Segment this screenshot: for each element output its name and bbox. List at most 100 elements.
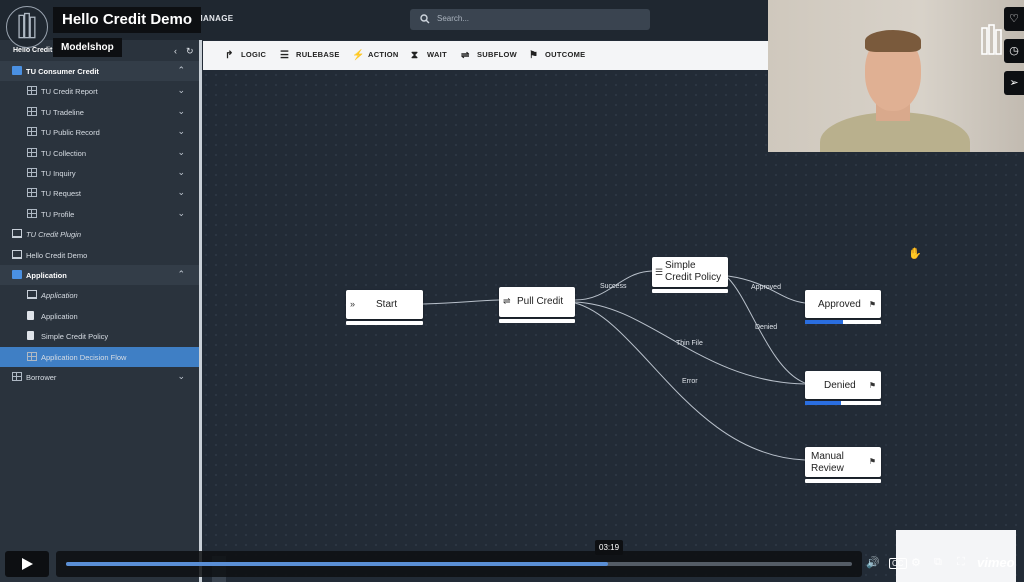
chevron-down-icon[interactable]: ⌄ xyxy=(177,167,185,177)
progress-played xyxy=(66,562,609,566)
edge-label-thin-file: Thin File xyxy=(676,340,703,347)
sidebar-item-label: TU Collection xyxy=(41,149,87,158)
hourglass-icon: ⧗ xyxy=(411,50,419,61)
chevron-right-icon: » xyxy=(350,299,356,309)
chevron-up-icon[interactable]: ⌃ xyxy=(177,65,185,75)
sidebar-item[interactable]: Borrower⌄ xyxy=(0,367,199,387)
sidebar-item[interactable]: Application⌃ xyxy=(0,265,199,285)
sidebar-item[interactable]: TU Credit Report ⌄ xyxy=(0,81,199,101)
tool-rulebase[interactable]: ☰RULEBASE xyxy=(280,50,340,61)
sidebar-item[interactable]: TU Credit Plugin xyxy=(0,224,199,244)
edge-label-approved: Approved xyxy=(751,284,781,291)
sidebar-item[interactable]: TU Public Record⌄ xyxy=(0,122,199,142)
sidebar-item[interactable]: Application xyxy=(0,285,199,305)
logic-icon: ↱ xyxy=(225,50,234,61)
search-input[interactable]: Search... xyxy=(410,9,650,30)
node-start[interactable]: » Start xyxy=(346,290,423,325)
chevron-up-icon[interactable]: ⌃ xyxy=(177,269,185,279)
chevron-down-icon[interactable]: ⌄ xyxy=(177,85,185,95)
play-icon xyxy=(22,558,33,570)
node-label: Start xyxy=(376,299,398,310)
time-tooltip: 03:19 xyxy=(595,540,624,555)
search-icon xyxy=(420,14,430,24)
node-label-line1: Simple xyxy=(665,260,696,271)
node-pull-credit[interactable]: ⇌ Pull Credit xyxy=(499,287,575,323)
chevron-down-icon[interactable]: ⌄ xyxy=(177,371,185,381)
node-footer xyxy=(499,319,575,323)
sidebar-item-label: TU Tradeline xyxy=(41,108,84,117)
watch-later-clock-icon[interactable]: ◷ xyxy=(1004,39,1024,63)
node-denied[interactable]: Denied ⚑ xyxy=(805,371,881,405)
volume-icon[interactable]: 🔊 xyxy=(866,557,880,569)
minimap[interactable] xyxy=(896,530,1016,582)
table-icon xyxy=(27,168,37,177)
node-footer xyxy=(805,401,881,405)
sidebar-item[interactable]: TU Tradeline ⌄ xyxy=(0,102,199,122)
sidebar-item-label: TU Credit Report xyxy=(41,87,98,96)
folder-icon xyxy=(12,66,22,75)
node-footer xyxy=(346,321,423,325)
fullscreen-icon[interactable]: ⛶ xyxy=(957,556,965,568)
play-button[interactable] xyxy=(5,551,49,577)
like-heart-icon[interactable]: ♡ xyxy=(1004,7,1024,31)
sidebar-item-label: Hello Credit Demo xyxy=(26,251,88,260)
tool-action[interactable]: ⚡ACTION xyxy=(352,50,399,61)
outcome-progress xyxy=(805,401,841,405)
tool-logic[interactable]: ↱LOGIC xyxy=(225,50,267,61)
sidebar-item[interactable]: TU Profile⌄ xyxy=(0,204,199,224)
progress-bar[interactable] xyxy=(56,551,862,577)
folder-icon xyxy=(12,270,22,279)
monitor-icon xyxy=(27,290,37,299)
sidebar-item-label: TU Request xyxy=(41,189,82,198)
refresh-icon[interactable]: ↻ xyxy=(186,46,194,56)
sidebar-item[interactable]: TU Request ⌄ xyxy=(0,183,199,203)
tool-subflow[interactable]: ⇌SUBFLOW xyxy=(461,50,518,61)
sidebar-header: Hello Credit ‹ ↻ xyxy=(0,40,199,62)
node-label: Denied xyxy=(824,380,856,391)
subflow-icon: ⇌ xyxy=(461,50,470,61)
node-label-line2: Credit Policy xyxy=(665,272,722,283)
sidebar-item-label: Application xyxy=(41,312,78,321)
sidebar-item-label: TU Consumer Credit xyxy=(26,67,99,76)
edge-label-denied: Denied xyxy=(755,324,778,331)
chevron-down-icon[interactable]: ⌄ xyxy=(177,187,185,197)
tool-wait[interactable]: ⧗WAIT xyxy=(411,50,447,61)
sidebar-item[interactable]: TU Collection ⌄ xyxy=(0,143,199,163)
channel-avatar[interactable] xyxy=(6,6,48,48)
sidebar-item-label: TU Inquiry xyxy=(41,169,76,178)
settings-gear-icon[interactable]: ⚙ xyxy=(911,557,921,569)
channel-name[interactable]: Modelshop xyxy=(53,38,122,57)
tool-outcome[interactable]: ⚑OUTCOME xyxy=(529,50,586,61)
collapse-icon[interactable]: ‹ xyxy=(174,46,177,56)
node-footer xyxy=(805,320,881,324)
rulebase-icon: ☰ xyxy=(655,267,664,277)
manage-menu[interactable]: MANAGE xyxy=(196,14,234,23)
webcam-overlay xyxy=(768,0,1024,152)
progress-track xyxy=(66,562,852,566)
sidebar-item[interactable]: Hello Credit Demo xyxy=(0,245,199,265)
sidebar-item[interactable]: Simple Credit Policy xyxy=(0,326,199,346)
captions-icon[interactable]: CC xyxy=(889,558,907,569)
pip-icon[interactable]: ⧉ xyxy=(934,556,942,568)
sidebar-item[interactable]: TU Consumer Credit ⌃ xyxy=(0,61,199,81)
node-approved[interactable]: Approved ⚑ xyxy=(805,290,881,324)
video-title[interactable]: Hello Credit Demo xyxy=(53,7,202,33)
vimeo-logo[interactable]: vimeo xyxy=(977,555,1015,570)
chevron-down-icon[interactable]: ⌄ xyxy=(177,106,185,116)
modelshop-logo-icon xyxy=(18,12,36,39)
hand-cursor-icon: ✋ xyxy=(908,248,922,260)
table-icon xyxy=(12,372,22,381)
sidebar-item[interactable]: Application Decision Flow xyxy=(0,347,199,367)
monitor-icon xyxy=(12,250,22,259)
node-footer xyxy=(805,479,881,483)
rulebase-icon: ☰ xyxy=(280,50,290,61)
chevron-down-icon[interactable]: ⌄ xyxy=(177,147,185,157)
node-simple-credit-policy[interactable]: ☰ Simple Credit Policy xyxy=(652,257,728,293)
share-icon[interactable]: ➢ xyxy=(1004,71,1024,95)
chevron-down-icon[interactable]: ⌄ xyxy=(177,208,185,218)
sidebar-item[interactable]: Application xyxy=(0,306,199,326)
panel-divider[interactable] xyxy=(199,40,202,582)
node-manual-review[interactable]: Manual Review ⚑ xyxy=(805,447,881,483)
chevron-down-icon[interactable]: ⌄ xyxy=(177,126,185,136)
sidebar-item[interactable]: TU Inquiry ⌄ xyxy=(0,163,199,183)
